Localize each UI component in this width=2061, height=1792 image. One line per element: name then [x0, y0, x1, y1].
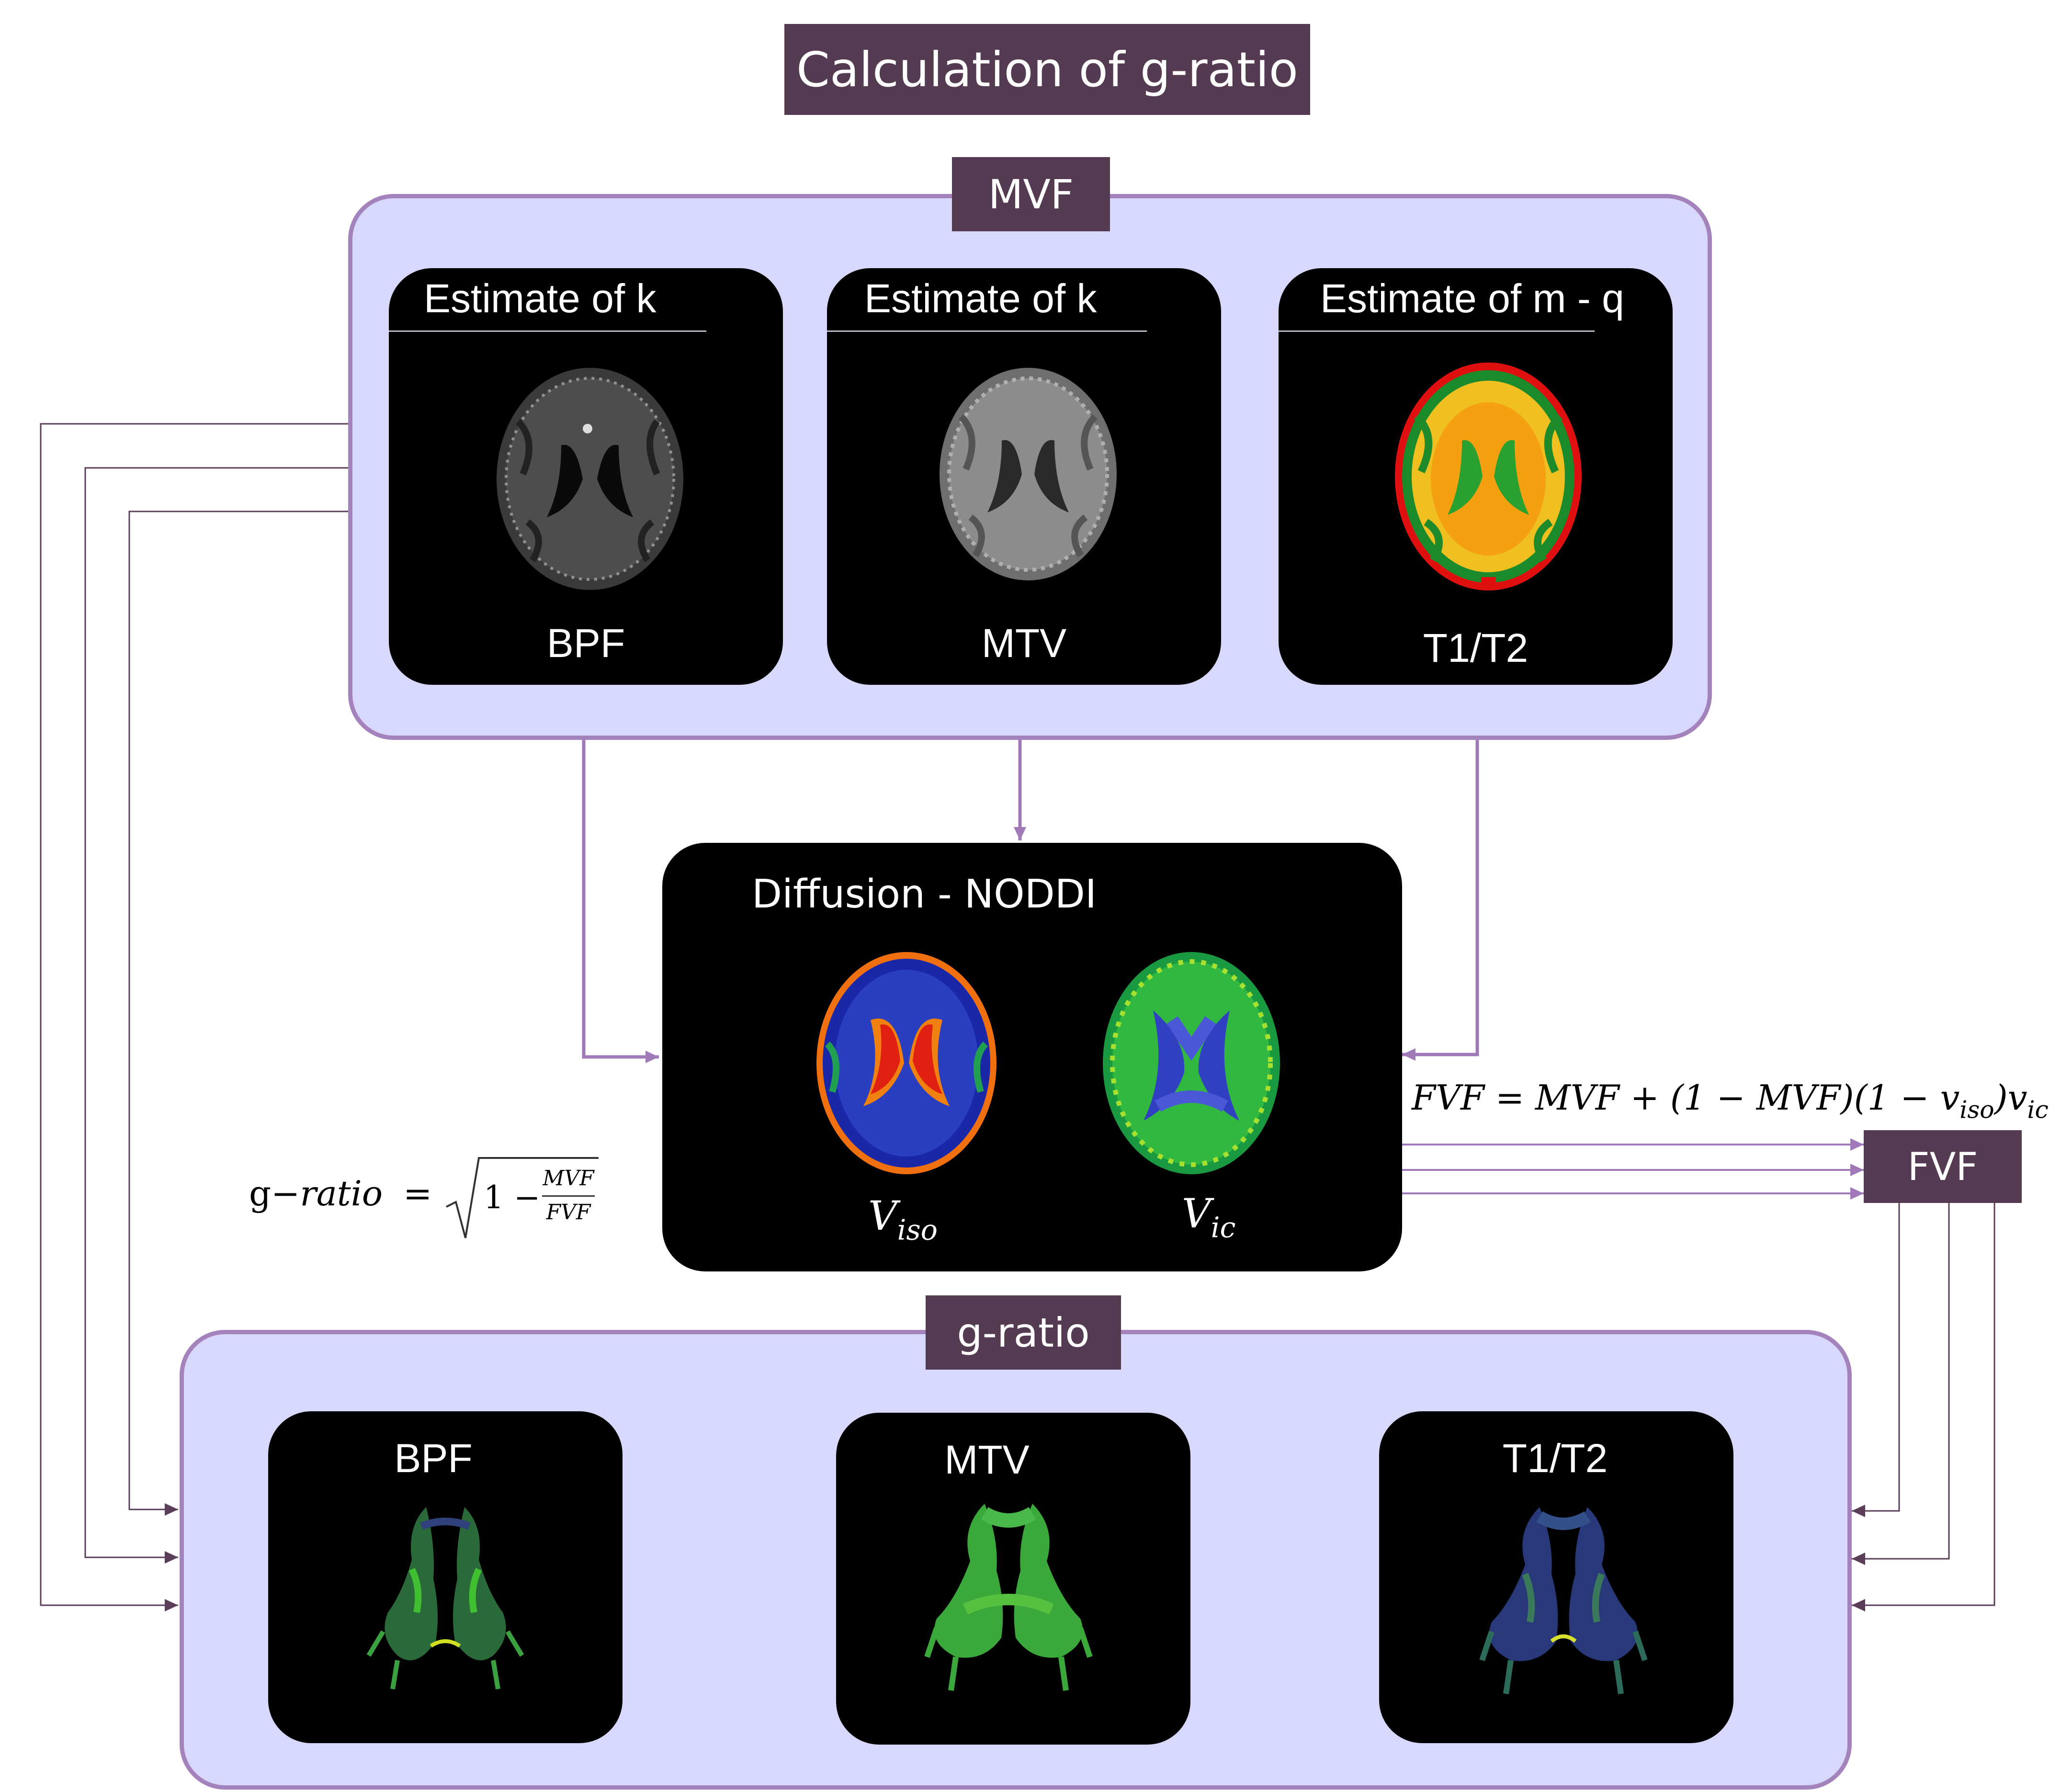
gratio-bpf-brain-image [366, 1507, 524, 1690]
diffusion-noddi-card: Diffusion - NODDI Viso Vic [662, 843, 1402, 1271]
arrow-mvf-to-diffusion-right [1402, 740, 1479, 1061]
gratio-minus: − [271, 1173, 300, 1214]
gratio-eq: = [403, 1173, 432, 1214]
mvf-label-text: MVF [988, 170, 1074, 218]
fvf-formula-lhs: FVF [1412, 1077, 1484, 1118]
mtv-brain-image [940, 368, 1117, 580]
arrow-fvf-to-gratio-1 [1852, 1203, 1900, 1517]
gratio-card-t1t2: T1/T2 [1379, 1411, 1733, 1743]
card-heading: Estimate of m - q [1320, 276, 1624, 321]
fvf-box-label: FVF [1907, 1144, 1978, 1189]
diagram-title: Calculation of g-ratio [784, 24, 1310, 115]
sqrt-overbar [484, 1157, 599, 1159]
card-heading: T1/T2 [1502, 1436, 1608, 1481]
arrow-mvf-to-diffusion-left [582, 740, 659, 1063]
fvf-formula-term2-open: (1 − [1854, 1077, 1940, 1118]
fvf-formula-term2-close: ) [1994, 1077, 2008, 1118]
gratio-formula-lhs: g−ratio = [249, 1173, 432, 1214]
viso-main: V [868, 1192, 897, 1239]
mvf-card-t1t2: Estimate of m - q T1/T2 [1279, 268, 1673, 685]
fvf-formula: FVF = MVF + (1 − MVF)(1 − viso)vic [1412, 1077, 2049, 1124]
diffusion-heading: Diffusion - NODDI [752, 872, 1097, 917]
arrow-mvf-to-gratio-2 [84, 467, 348, 1564]
vic-sub: ic [1211, 1211, 1236, 1244]
gratio-card-mtv: MTV [836, 1413, 1190, 1745]
gratio-label-text: g-ratio [957, 1309, 1090, 1356]
card-caption: BPF [546, 621, 625, 666]
gratio-one-minus: 1 − [484, 1179, 541, 1216]
mvf-card-bpf: Estimate of k BPF [389, 268, 783, 685]
gratio-g: g [249, 1173, 272, 1214]
heading-underline [827, 330, 1147, 332]
vic-main: V [1182, 1190, 1211, 1237]
arrow-fvf-to-gratio-3 [1852, 1203, 1995, 1611]
heading-underline [389, 330, 706, 332]
viso-sub: iso [897, 1213, 938, 1247]
fvf-formula-plus: + [1630, 1077, 1659, 1118]
arrow-mvf-to-gratio-1 [40, 423, 348, 1611]
fvf-box: FVF [1864, 1130, 2022, 1203]
gratio-formula: g−ratio = 1 − MVF FVF [249, 1154, 603, 1240]
gratio-numerator: MVF [543, 1166, 594, 1191]
fvf-formula-v2-sub: ic [2027, 1095, 2049, 1124]
gratio-fraction-bar [542, 1195, 595, 1197]
fvf-formula-mvf: MVF [1535, 1077, 1619, 1118]
sqrt-symbol [446, 1157, 484, 1238]
fvf-formula-v: v [1940, 1077, 1960, 1118]
heading-underline [1279, 330, 1595, 332]
gratio-label: g-ratio [926, 1295, 1121, 1370]
card-caption: MTV [981, 621, 1067, 666]
gratio-t1t2-brain-image [1479, 1507, 1648, 1694]
card-heading: BPF [394, 1436, 473, 1481]
fvf-formula-term1: (1 − MVF) [1670, 1077, 1854, 1118]
viso-caption: Viso [868, 1192, 938, 1247]
card-heading: MTV [944, 1437, 1030, 1482]
fvf-formula-v2: v [2007, 1077, 2027, 1118]
vic-brain-image [1103, 952, 1280, 1174]
arrow-fvf-to-gratio-2 [1852, 1203, 1950, 1565]
fvf-formula-v-sub: iso [1959, 1095, 1994, 1124]
fvf-formula-eq: = [1495, 1077, 1525, 1118]
bpf-brain-image [497, 368, 683, 590]
card-caption: T1/T2 [1423, 625, 1529, 670]
t1t2-brain-image [1395, 363, 1582, 590]
gratio-card-bpf: BPF [268, 1411, 623, 1743]
card-heading: Estimate of k [864, 276, 1097, 321]
diagram-title-text: Calculation of g-ratio [796, 41, 1298, 98]
gratio-denominator: FVF [546, 1200, 591, 1225]
gratio-ratio: ratio [300, 1173, 383, 1214]
arrow-mvf-to-gratio-3 [128, 510, 348, 1516]
gratio-mtv-brain-image [924, 1504, 1093, 1691]
mvf-label: MVF [952, 157, 1110, 231]
card-heading: Estimate of k [424, 276, 657, 321]
vic-caption: Vic [1182, 1190, 1235, 1244]
viso-brain-image [816, 952, 997, 1174]
mvf-card-mtv: Estimate of k MTV [827, 268, 1221, 685]
